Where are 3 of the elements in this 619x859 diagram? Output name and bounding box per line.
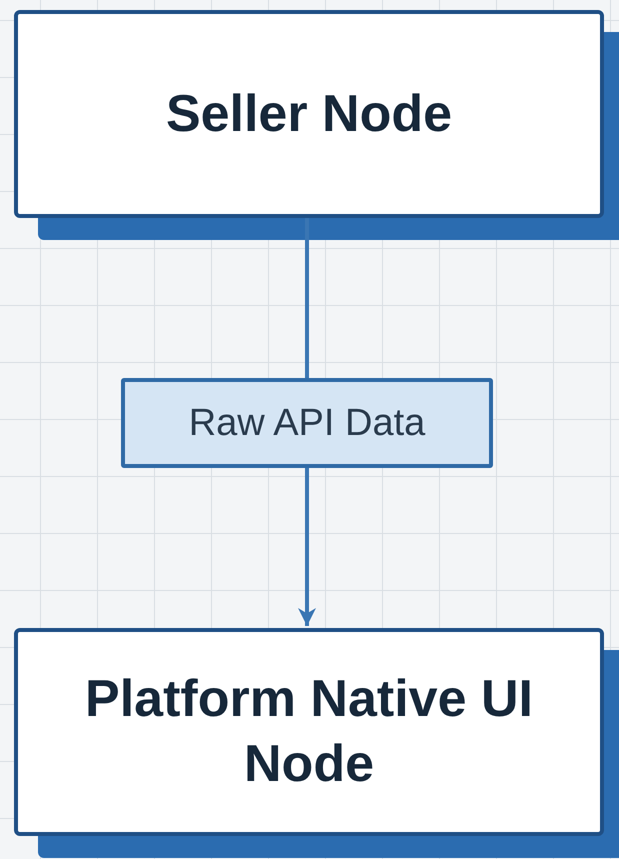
- node-title: Platform Native UI Node: [84, 669, 534, 795]
- node-title: Seller Node: [166, 84, 452, 144]
- edge-label: Raw API Data: [121, 378, 493, 468]
